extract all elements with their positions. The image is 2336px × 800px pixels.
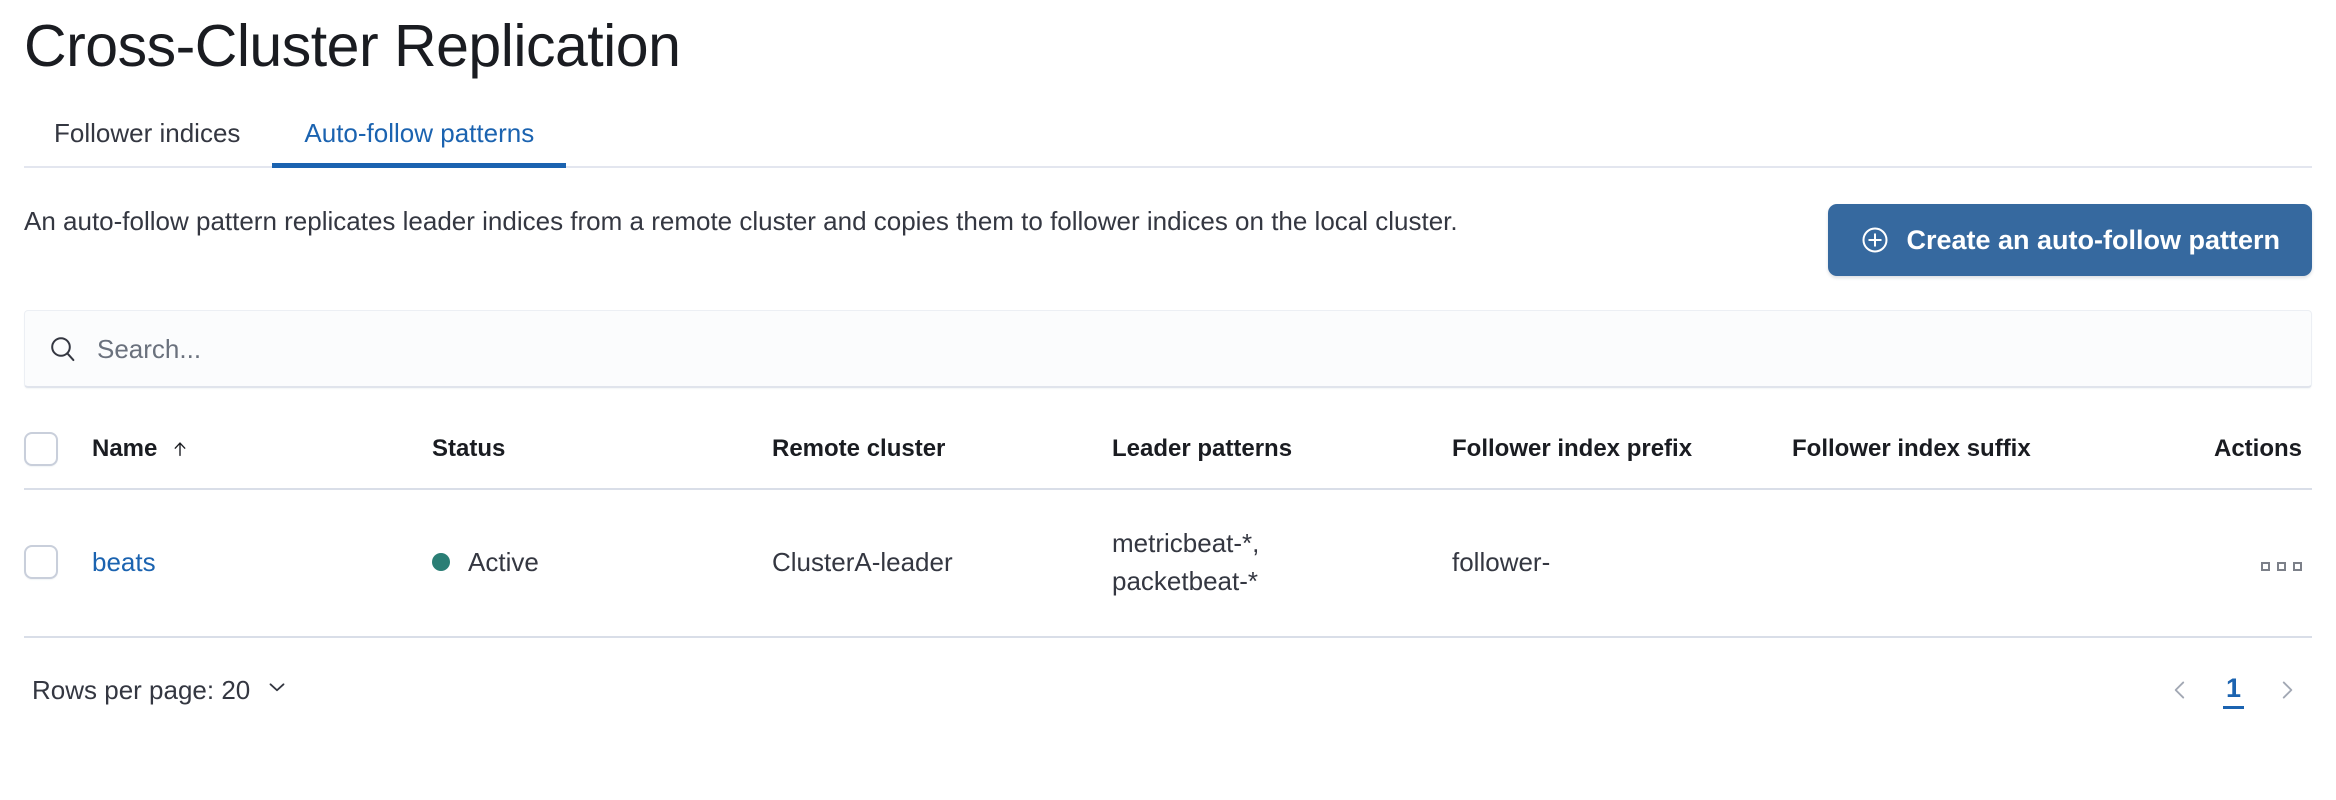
ellipsis-horizontal-icon[interactable] <box>2261 561 2302 571</box>
cell-status: Active <box>432 489 772 638</box>
table-head: Name Status Remote cluster Leader patter… <box>24 416 2312 490</box>
status-label: Active <box>468 546 539 577</box>
auto-follow-patterns-table: Name Status Remote cluster Leader patter… <box>24 416 2312 638</box>
search-bar[interactable] <box>24 310 2312 388</box>
header-remote-cluster: Remote cluster <box>772 416 1112 490</box>
header-name[interactable]: Name <box>92 416 432 490</box>
tab-auto-follow-patterns[interactable]: Auto-follow patterns <box>272 118 567 168</box>
header-follower-index-prefix: Follower index prefix <box>1452 416 1792 490</box>
table-header-row: Name Status Remote cluster Leader patter… <box>24 416 2312 490</box>
header-actions: Actions <box>2172 416 2312 490</box>
header-follower-index-suffix: Follower index suffix <box>1792 416 2172 490</box>
leader-pattern-item: metricbeat-*, <box>1112 528 1260 558</box>
pagination-page-1[interactable]: 1 <box>2222 672 2244 709</box>
header-leader-patterns: Leader patterns <box>1112 416 1452 490</box>
leader-pattern-item: packetbeat-* <box>1112 566 1258 596</box>
page-description: An auto-follow pattern replicates leader… <box>24 206 1458 236</box>
chevron-right-icon[interactable] <box>2270 670 2304 710</box>
create-auto-follow-pattern-button[interactable]: Create an auto-follow pattern <box>1828 204 2312 276</box>
table-body: beats Active ClusterA-leader metricbeat-… <box>24 489 2312 638</box>
page-title: Cross-Cluster Replication <box>24 13 681 79</box>
auto-follow-pattern-link[interactable]: beats <box>92 546 156 577</box>
arrow-up-icon <box>169 438 191 460</box>
cell-name: beats <box>92 489 432 638</box>
pagination: 1 <box>2163 670 2304 710</box>
cell-leader-patterns: metricbeat-*, packetbeat-* <box>1112 489 1452 638</box>
row-checkbox[interactable] <box>24 545 58 580</box>
chevron-left-icon[interactable] <box>2163 670 2197 710</box>
create-button-label: Create an auto-follow pattern <box>1906 224 2280 255</box>
header-status: Status <box>432 416 772 490</box>
status-dot-icon <box>432 553 450 571</box>
tab-follower-indices[interactable]: Follower indices <box>24 118 272 166</box>
cell-actions <box>2172 489 2312 638</box>
rows-per-page-label: Rows per page: 20 <box>32 674 251 705</box>
cell-follower-index-suffix <box>1792 489 2172 638</box>
tab-bar: Follower indices Auto-follow patterns <box>24 106 2312 168</box>
cell-follower-index-prefix: follower- <box>1452 489 1792 638</box>
chevron-down-icon <box>264 674 290 707</box>
plus-in-circle-icon <box>1860 225 1890 255</box>
cell-remote-cluster: ClusterA-leader <box>772 489 1112 638</box>
search-input[interactable] <box>97 333 2289 364</box>
rows-per-page-selector[interactable]: Rows per page: 20 <box>32 674 290 707</box>
row-select-cell <box>24 489 92 638</box>
select-all-checkbox[interactable] <box>24 432 58 466</box>
header-select-all <box>24 416 92 490</box>
description-row: An auto-follow pattern replicates leader… <box>24 202 2312 276</box>
header-name-label: Name <box>92 435 158 462</box>
table-row: beats Active ClusterA-leader metricbeat-… <box>24 489 2312 638</box>
table-footer: Rows per page: 20 1 <box>24 670 2312 710</box>
search-icon <box>47 333 79 365</box>
